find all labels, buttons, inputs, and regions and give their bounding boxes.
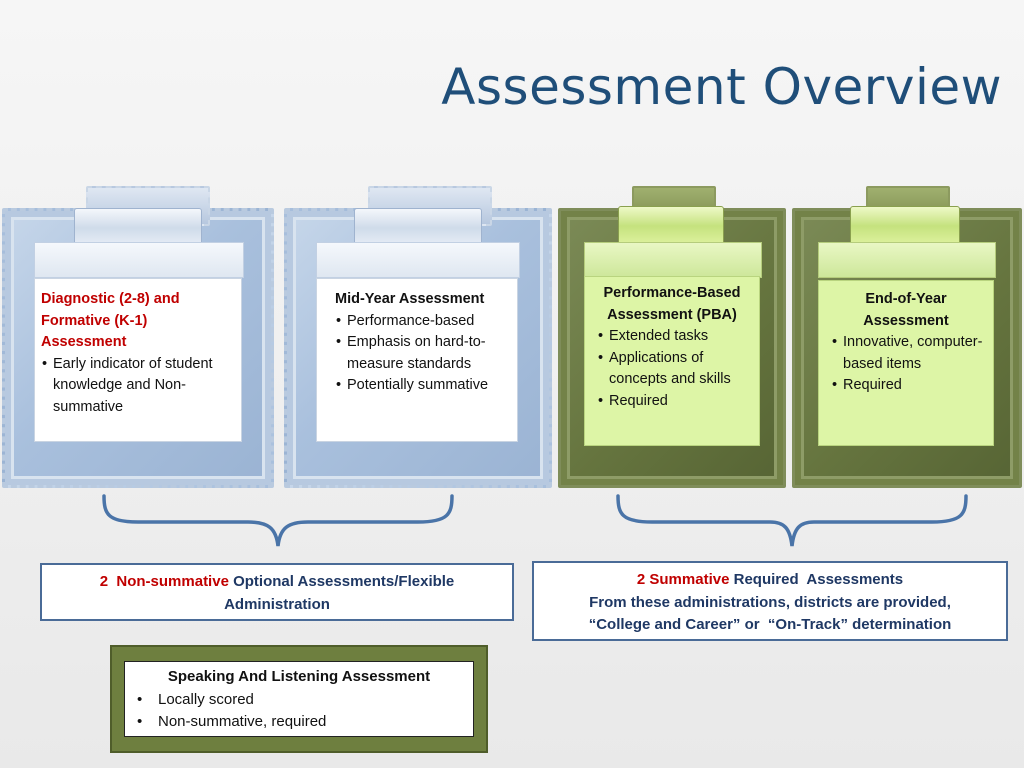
speaking-bullet: Non-summative, required	[133, 711, 465, 734]
nonsummative-rest: Optional Assessments/Flexible Administra…	[224, 573, 455, 613]
card-heading: End-of-Year Assessment	[863, 291, 949, 329]
card-heading: Diagnostic (2-8) and Formative (K-1) Ass…	[41, 291, 180, 350]
speaking-listening-frame: Speaking And Listening Assessment Locall…	[110, 645, 488, 753]
right-brace	[616, 494, 968, 547]
summative-line1: 2 Summative Required Assessments	[542, 569, 998, 592]
card-bullet: Performance-based	[335, 311, 511, 333]
clipboard-diagnostic: Diagnostic (2-8) and Formative (K-1) Ass…	[2, 186, 274, 488]
clipboard-clip	[618, 206, 724, 246]
clipboard-strip	[34, 242, 244, 278]
clipboard-clip	[354, 208, 482, 248]
speaking-listening-box: Speaking And Listening Assessment Locall…	[124, 661, 474, 737]
card-midyear: Mid-Year Assessment Performance-based Em…	[316, 278, 518, 442]
page-title: Assessment Overview	[441, 58, 1002, 116]
left-brace	[102, 494, 454, 547]
summative-rest: Required Assessments	[733, 571, 904, 588]
summative-box: 2 Summative Required Assessments From th…	[532, 561, 1008, 641]
summative-count: 2	[636, 571, 646, 588]
clipboard-pba: Performance-Based Assessment (PBA) Exten…	[558, 186, 786, 488]
summative-line2: From these administrations, districts ar…	[589, 593, 951, 611]
speaking-heading: Speaking And Listening Assessment	[167, 668, 431, 685]
card-bullet: Early indicator of student knowledge and…	[41, 354, 235, 419]
card-heading: Performance-Based Assessment (PBA)	[603, 285, 741, 323]
clipboard-strip	[818, 242, 996, 278]
summative-label: Summative	[649, 571, 730, 588]
card-diagnostic: Diagnostic (2-8) and Formative (K-1) Ass…	[34, 278, 242, 442]
card-bullet: Emphasis on hard-to-measure standards	[335, 332, 511, 375]
clipboard-midyear: Mid-Year Assessment Performance-based Em…	[284, 186, 552, 488]
clipboard-strip	[316, 242, 520, 278]
clipboard-clip	[850, 206, 960, 246]
clipboard-endofyear: End-of-Year Assessment Innovative, compu…	[792, 186, 1022, 488]
card-heading: Mid-Year Assessment	[335, 291, 485, 307]
card-bullet: Extended tasks	[597, 326, 753, 348]
summative-line3: “College and Career” or “On-Track” deter…	[588, 616, 952, 633]
card-bullet: Required	[597, 391, 753, 413]
clipboard-strip	[584, 242, 762, 278]
nonsummative-label: Non-summative	[116, 573, 229, 590]
card-endofyear: End-of-Year Assessment Innovative, compu…	[818, 280, 994, 446]
card-pba: Performance-Based Assessment (PBA) Exten…	[584, 276, 760, 446]
nonsummative-box: 2 Non-summative Optional Assessments/Fle…	[40, 563, 514, 621]
speaking-bullet: Locally scored	[133, 689, 465, 712]
card-bullet: Applications of concepts and skills	[597, 348, 753, 391]
card-bullet: Required	[831, 375, 987, 397]
card-bullet: Innovative, computer-based items	[831, 332, 987, 375]
card-bullet: Potentially summative	[335, 375, 511, 397]
nonsummative-count: 2	[99, 573, 109, 590]
